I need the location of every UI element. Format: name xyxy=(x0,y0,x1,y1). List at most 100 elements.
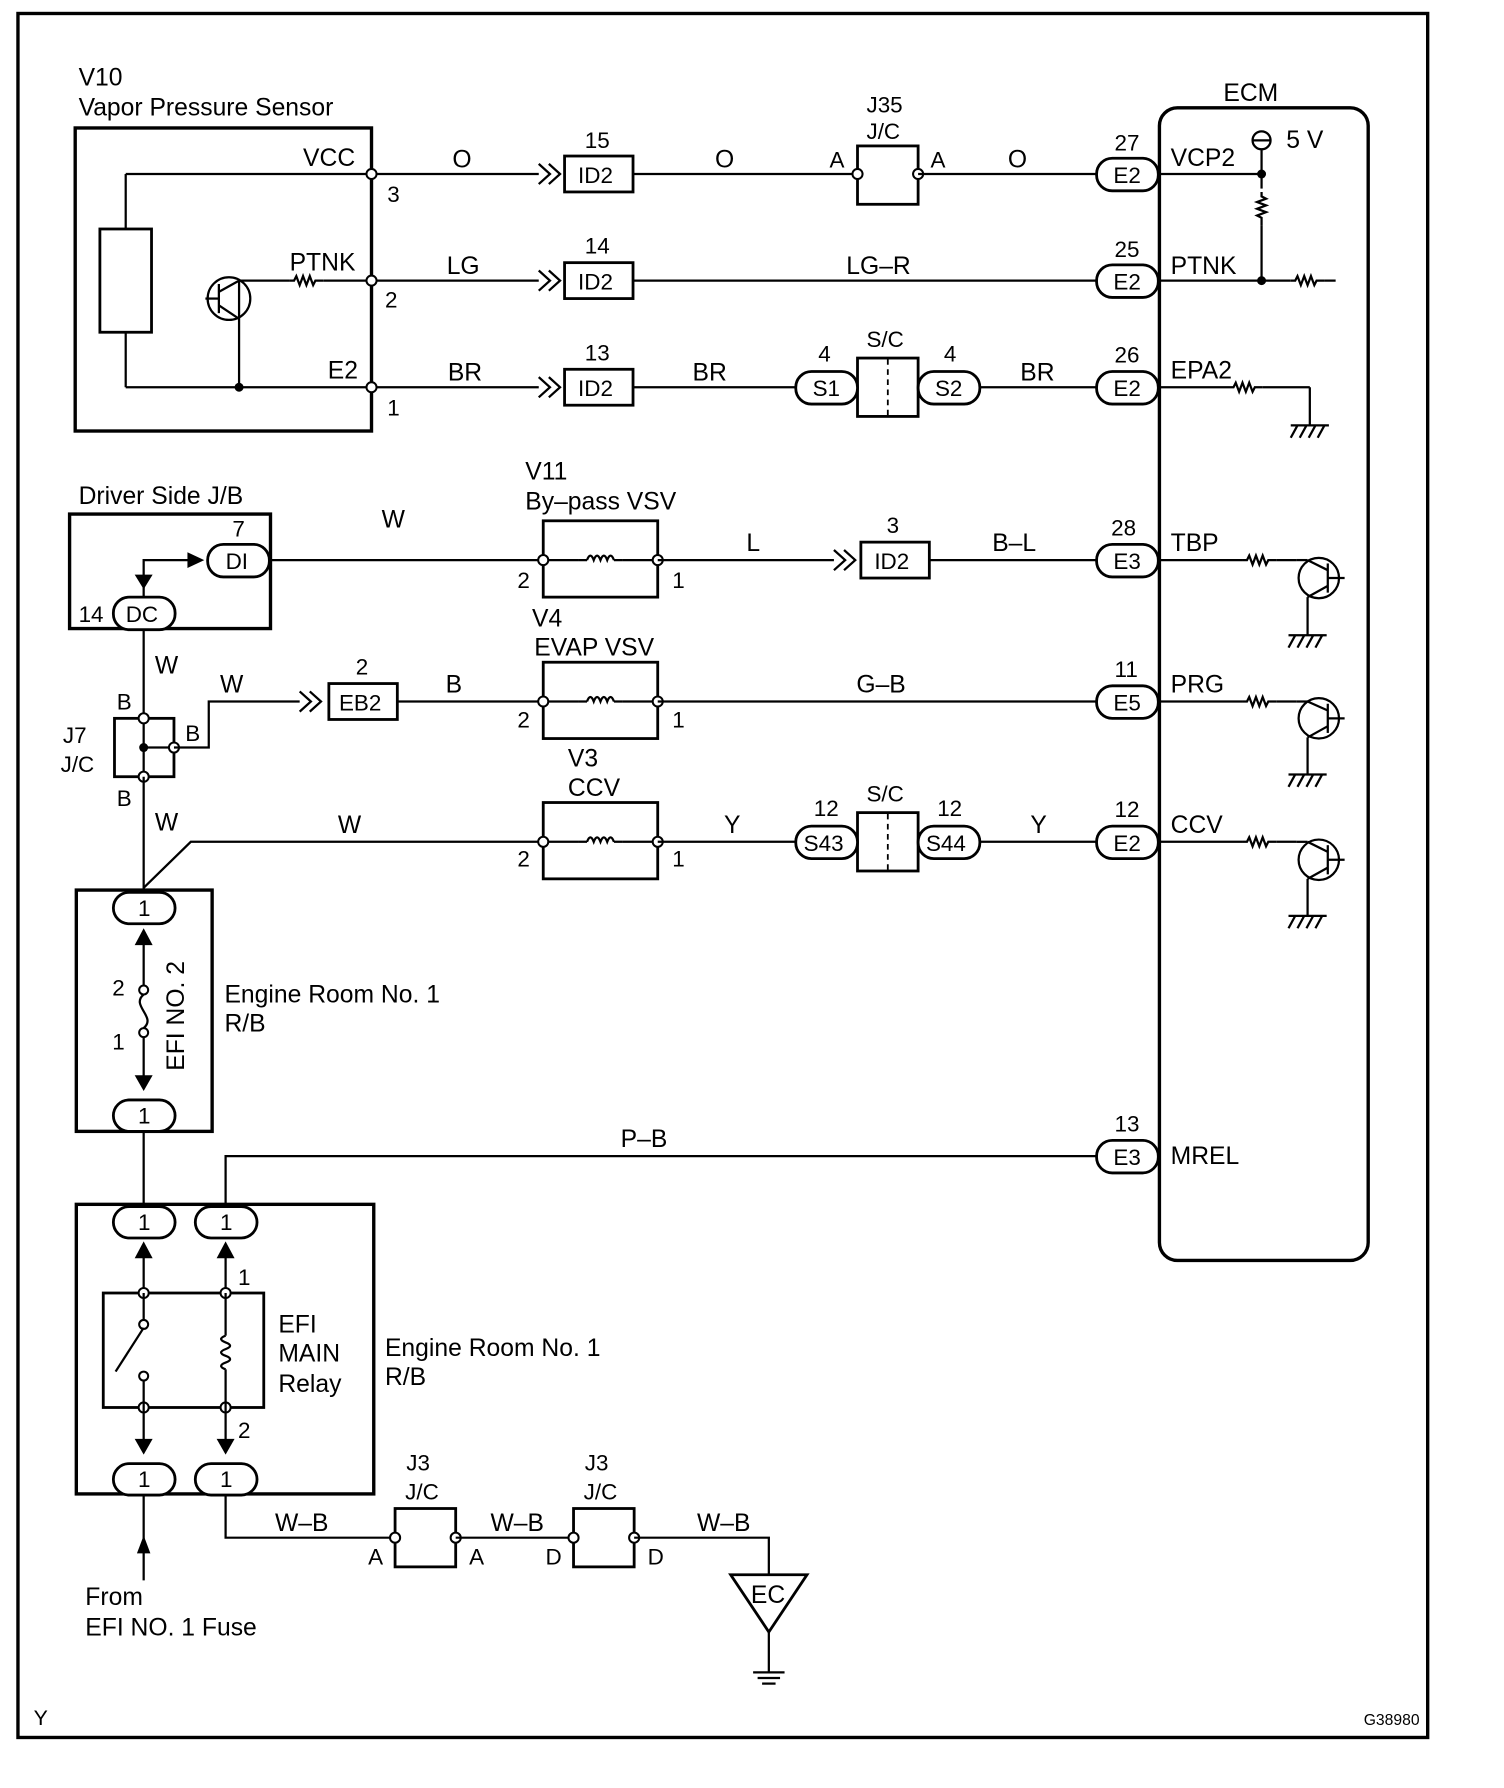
vsv-pin-in: 2 xyxy=(517,707,529,732)
connector-pin: 14 xyxy=(585,234,610,259)
connector-label: 1 xyxy=(138,1210,150,1235)
circuit-ccv: W V3 CCV 2 1 Y S/C S43 12 S44 12 Y E2 12… xyxy=(338,746,1345,929)
wire-color: B–L xyxy=(992,530,1036,557)
ecm-title: ECM xyxy=(1223,80,1278,107)
wire-color: BR xyxy=(693,360,727,387)
fuse-icon xyxy=(138,993,149,1029)
connector-label: 1 xyxy=(138,1104,150,1129)
sensor-element xyxy=(98,227,153,334)
relay-pin: 1 xyxy=(238,1265,250,1290)
circuit-tbp: W V11 By–pass VSV 2 1 L ID2 3 B–L E3 28 … xyxy=(269,458,1345,649)
short-connector xyxy=(856,356,920,418)
ecm-connector-label: E2 xyxy=(1113,376,1140,401)
circuit-ptnk: LG ID2 14 LG–R E2 25 PTNK xyxy=(365,234,1336,300)
connector-label: ID2 xyxy=(578,270,613,295)
sensor-pin-vcc: 3 xyxy=(387,182,399,207)
junction-pin-in: A xyxy=(829,147,844,172)
junction-type: J/C xyxy=(866,119,900,144)
junction-code: J3 xyxy=(406,1450,430,1475)
ecm-connector xyxy=(1095,1138,1160,1175)
junction-type: J/C xyxy=(61,752,95,777)
wire-color: BR xyxy=(448,360,482,387)
engine-room-rb-fuse: 1 1 2 1 EFI NO. 2 Engine Room No. 1 R/B xyxy=(74,888,440,1134)
circuit-prg: EB2 2 B V4 EVAP VSV 2 1 G–B E5 11 PRG xyxy=(298,605,1345,788)
connector-arrow-icon xyxy=(134,574,153,590)
relay-name: Relay xyxy=(278,1371,342,1398)
connector-arrow-icon xyxy=(134,928,153,946)
connector-pin: 15 xyxy=(585,128,610,153)
junction-code: J7 xyxy=(63,723,87,748)
connector-label: S1 xyxy=(813,376,840,401)
connector-label: DI xyxy=(226,549,248,574)
fuse-name: EFI NO. 2 xyxy=(163,961,190,1071)
wire-color: W xyxy=(155,652,179,679)
wire-color: W xyxy=(382,507,406,534)
relay-switch-icon xyxy=(114,1327,145,1373)
from-efi-fuse: From EFI NO. 1 Fuse xyxy=(85,1495,257,1641)
connector-eb2 xyxy=(327,682,399,721)
vsv-pin-out: 1 xyxy=(672,707,684,732)
ecm-pin: 12 xyxy=(1115,797,1140,822)
junction-pin-top: B xyxy=(117,689,132,714)
ground-point-icon xyxy=(728,1573,810,1635)
ecm-pin: 13 xyxy=(1115,1111,1140,1136)
ecm-box: ECM 5 V xyxy=(1157,80,1370,1263)
vsv-pin-in: 2 xyxy=(517,568,529,593)
vapor-pressure-sensor: V10 Vapor Pressure Sensor VCC PTNK E2 3 … xyxy=(73,64,400,433)
connector-arrow-icon xyxy=(134,1075,153,1091)
ground-label: EC xyxy=(751,1582,785,1609)
vsv-pin-out: 1 xyxy=(672,568,684,593)
vsv-name: EVAP VSV xyxy=(534,634,654,661)
vsv-name: By–pass VSV xyxy=(525,489,676,516)
connector-pin: 3 xyxy=(887,513,899,538)
connector-label: ID2 xyxy=(578,376,613,401)
connector-arrow-icon xyxy=(187,552,205,568)
junction-j3 xyxy=(572,1507,636,1569)
connector-arrow-icon xyxy=(134,1241,153,1259)
connector-arrow-icon xyxy=(537,163,562,185)
connector-1 xyxy=(111,1205,177,1240)
connector-label: 1 xyxy=(220,1467,232,1492)
connector-label: S2 xyxy=(935,376,962,401)
footer-left: Y xyxy=(34,1706,48,1730)
engine-room-rb-relay: 1 1 1 EFI MAIN Relay 2 1 1 Engine Room N… xyxy=(74,1202,600,1497)
wire-color: BR xyxy=(1020,360,1054,387)
diagram-frame xyxy=(16,11,1430,1740)
sensor-pin-label-ptnk: PTNK xyxy=(290,250,356,277)
wire-color: G–B xyxy=(856,672,905,699)
junction-pin-out: A xyxy=(930,147,945,172)
relay-name: MAIN xyxy=(278,1340,340,1367)
connector-1 xyxy=(193,1205,259,1240)
connector-pin: 2 xyxy=(356,655,368,680)
connector-label: ID2 xyxy=(578,163,613,188)
connector-label: 1 xyxy=(138,896,150,921)
connector-pin: 4 xyxy=(944,341,956,366)
sensor-pin-ptnk: 2 xyxy=(385,288,397,313)
short-connector-label: S/C xyxy=(866,781,903,806)
ecm-connector-label: E2 xyxy=(1113,270,1140,295)
ecm-terminal: PRG xyxy=(1171,672,1225,699)
up-arrow-icon xyxy=(136,1535,151,1554)
j7-junction: W J7 J/C B B B W W xyxy=(61,629,544,892)
connector-s43 xyxy=(794,824,859,861)
wire-color: W–B xyxy=(697,1510,750,1537)
ecm-terminal: EPA2 xyxy=(1171,357,1232,384)
connector-label: DC xyxy=(126,602,158,627)
junction-code: J3 xyxy=(585,1450,609,1475)
connector-arrow-icon xyxy=(216,1241,235,1259)
connector-arrow-icon xyxy=(537,376,562,399)
wire-color: W–B xyxy=(275,1510,329,1537)
circuit-e2: BR ID2 13 BR S/C S1 4 S2 4 BR E2 26 EPA2 xyxy=(365,327,1329,439)
connector-arrow-icon xyxy=(134,1438,153,1455)
junction-pin-bottom: B xyxy=(117,786,132,811)
connector-s1 xyxy=(794,370,859,406)
footer-right: G38980 xyxy=(1364,1712,1420,1729)
ecm-connector-label: E3 xyxy=(1113,1145,1140,1170)
ground-chain: W–B J3 J/C A A W–B J3 J/C D D W–B EC xyxy=(224,1450,810,1685)
ecm-connector-label: E5 xyxy=(1113,690,1140,715)
ecm-pin: 28 xyxy=(1111,515,1136,540)
wire-color: Y xyxy=(724,812,740,839)
connector-pin: 14 xyxy=(79,602,104,627)
ecm-connector-label: E2 xyxy=(1113,831,1140,856)
